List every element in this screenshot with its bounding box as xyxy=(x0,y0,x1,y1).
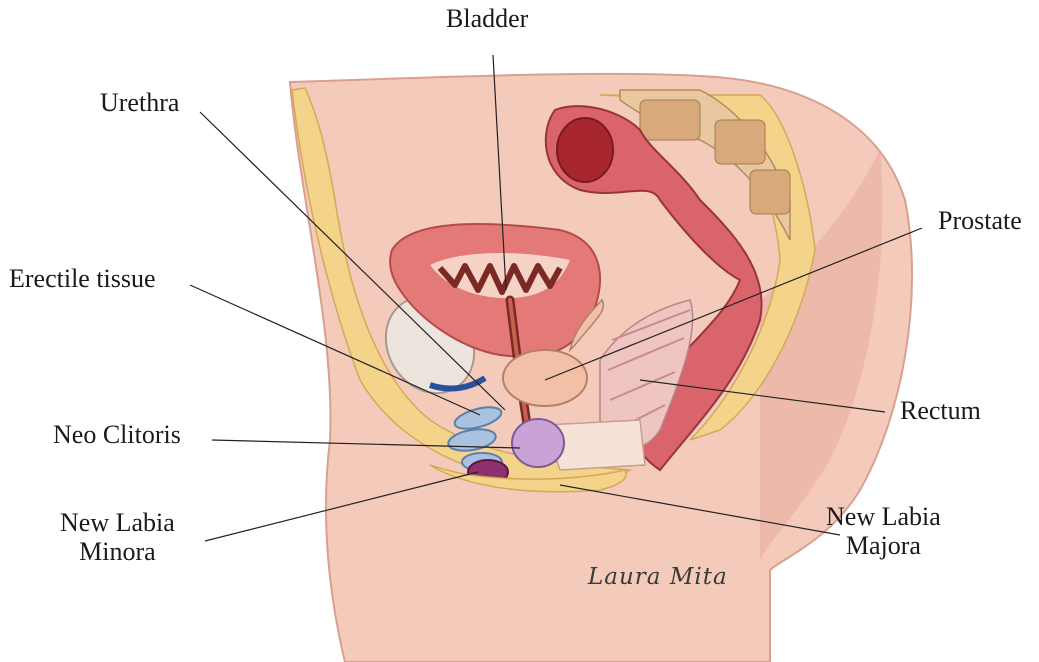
vertebra-2 xyxy=(715,120,765,164)
artist-signature: Laura Mita xyxy=(588,564,728,590)
label-erectile-tissue: Erectile tissue xyxy=(9,264,156,293)
neo-clitoris-shape xyxy=(512,419,564,467)
label-new-labia-majora: New Labia Majora xyxy=(826,502,941,560)
prostate-shape xyxy=(503,350,587,406)
label-prostate: Prostate xyxy=(938,206,1022,235)
label-bladder: Bladder xyxy=(446,4,528,33)
vertebra-1 xyxy=(640,100,700,140)
label-neo-clitoris: Neo Clitoris xyxy=(53,420,181,449)
rectum-lumen-top xyxy=(557,118,613,182)
vertebra-3 xyxy=(750,170,790,214)
label-new-labia-minora: New Labia Minora xyxy=(60,508,175,566)
label-urethra: Urethra xyxy=(100,88,179,117)
label-rectum: Rectum xyxy=(900,396,981,425)
